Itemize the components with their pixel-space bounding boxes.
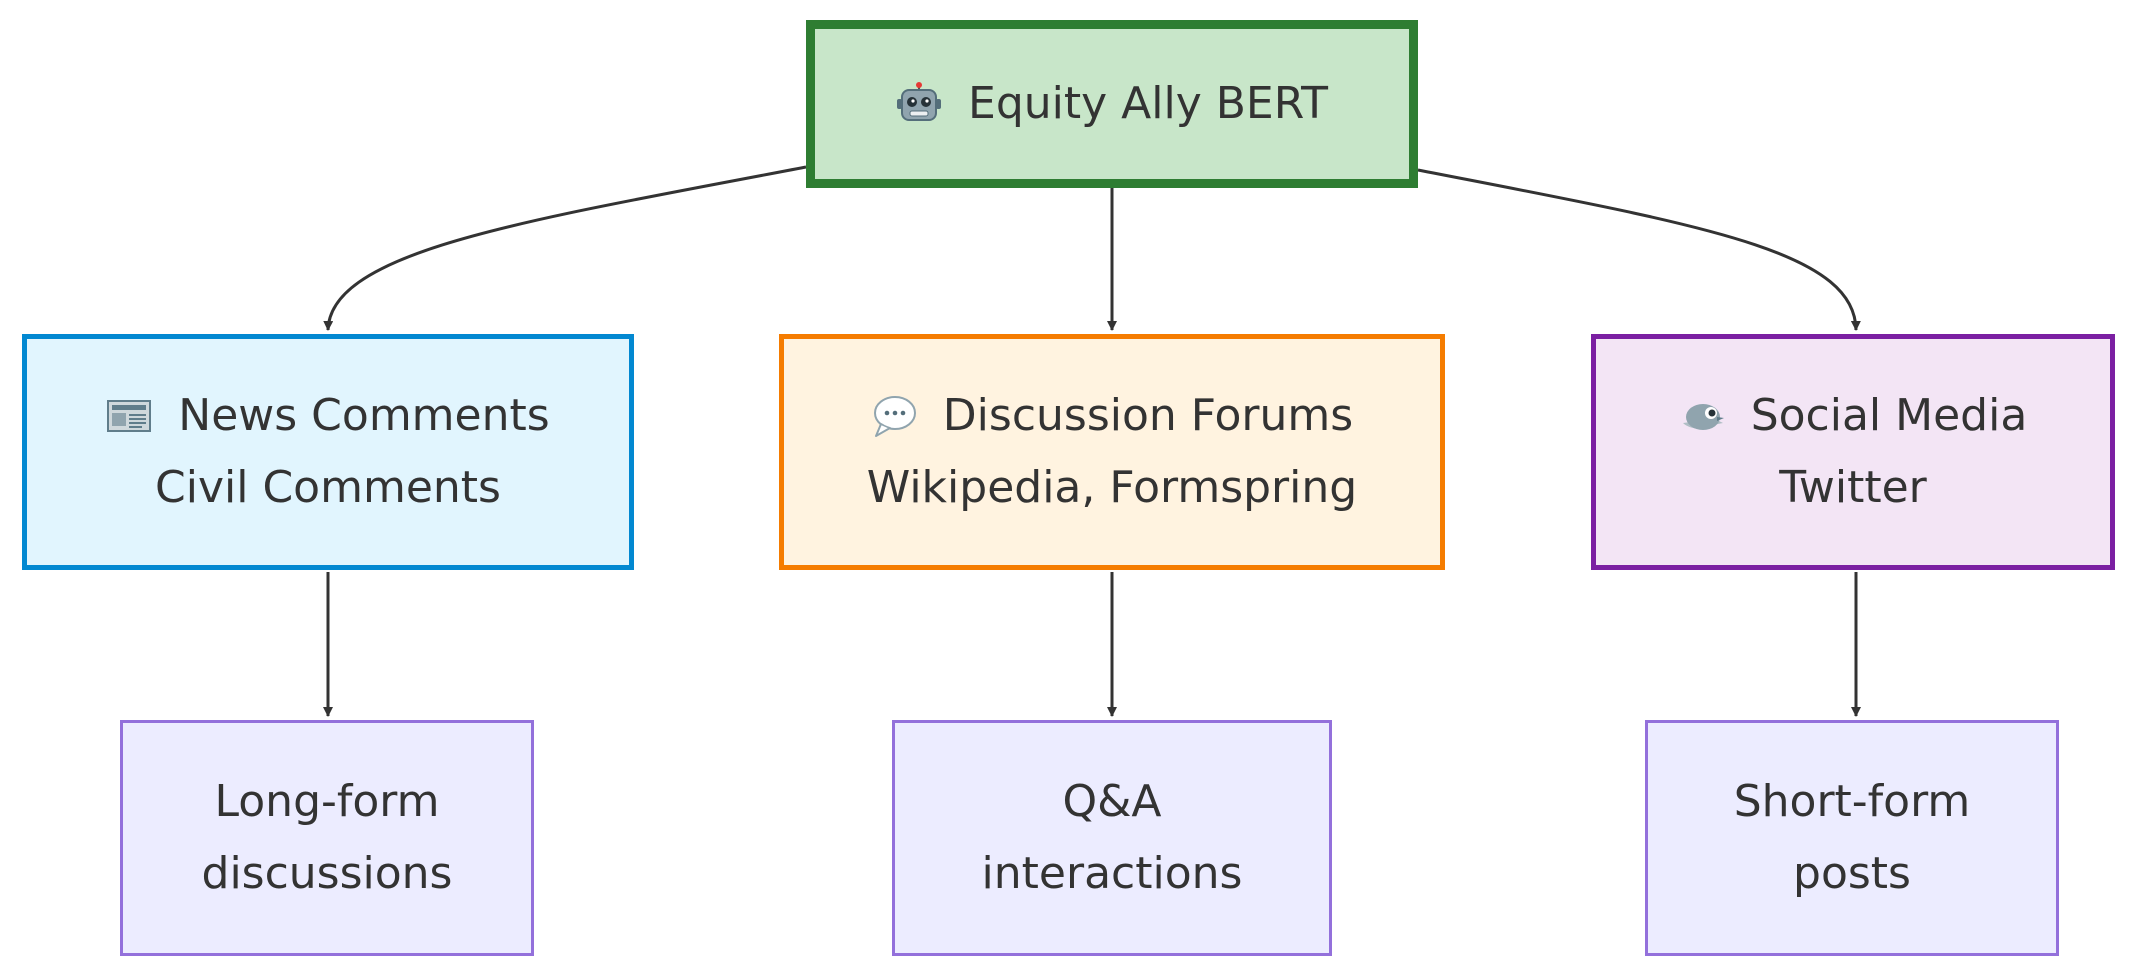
- node-qa-line2: interactions: [981, 848, 1243, 899]
- node-discussion-forums: Discussion Forums Wikipedia, Formspring: [779, 334, 1445, 570]
- node-social-title: Social Media: [1750, 390, 2028, 441]
- robot-icon: [897, 82, 942, 121]
- node-news-title: News Comments: [178, 390, 550, 441]
- node-qa-line1: Q&A: [1062, 776, 1162, 827]
- node-shortform-line2: posts: [1793, 848, 1911, 899]
- node-forums-subtitle: Wikipedia, Formspring: [866, 462, 1358, 513]
- node-root-label: Equity Ally BERT: [968, 78, 1328, 129]
- node-forums-title: Discussion Forums: [942, 390, 1354, 441]
- node-shortform-line1: Short-form: [1733, 776, 1971, 827]
- node-news-comments: News Comments Civil Comments: [22, 334, 634, 570]
- edge-root-news: [323, 165, 807, 331]
- newspaper-icon: [107, 400, 152, 432]
- edge-root-social: [1417, 168, 1861, 331]
- node-longform-line2: discussions: [201, 848, 453, 899]
- node-social-subtitle: Twitter: [1779, 462, 1927, 513]
- node-news-subtitle: Civil Comments: [155, 462, 501, 513]
- speech-bubble-icon: [873, 396, 916, 437]
- bird-icon: [1682, 404, 1724, 430]
- node-short-form-posts: Short-form posts: [1645, 720, 2059, 956]
- node-qa-interactions: Q&A interactions: [892, 720, 1332, 956]
- node-equity-ally-bert: Equity Ally BERT: [806, 20, 1418, 188]
- node-long-form-discussions: Long-form discussions: [120, 720, 534, 956]
- node-social-media: Social Media Twitter: [1591, 334, 2115, 570]
- node-longform-line1: Long-form: [214, 776, 440, 827]
